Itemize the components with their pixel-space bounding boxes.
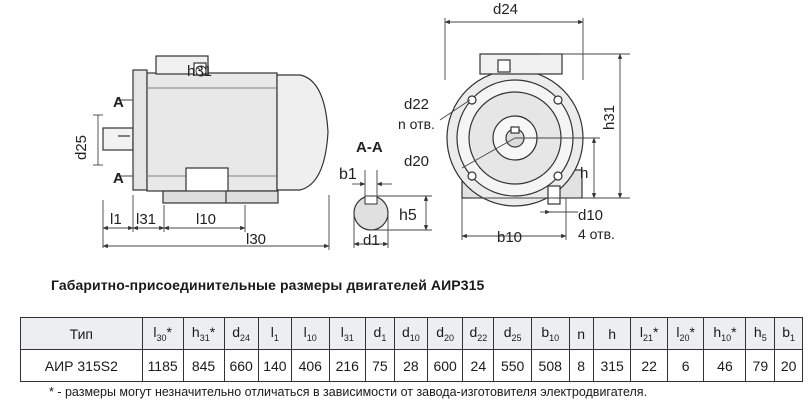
column-header: h [592,317,632,350]
label-h: h [580,165,588,182]
table-cell: 600 [426,349,464,382]
table-cell: 406 [290,349,330,382]
label-d20: d20 [404,153,429,170]
motor-dimension-drawing: A A d25 l1 l31 l10 l30 h31 A-A b1 h5 d1 [73,1,630,250]
label-n-holes: n отв. [398,116,435,132]
motor-side-view [102,55,329,204]
column-header: l30* [141,317,184,350]
column-header: d25 [493,317,532,350]
column-header: Тип [20,317,143,350]
column-header: l20* [666,317,705,350]
table-cell: 8 [568,349,594,382]
label-h31-front: h31 [601,105,618,130]
column-header: h5 [745,317,776,350]
label-l31: l31 [136,211,156,228]
column-header: l21* [630,317,668,350]
column-header: n [568,317,594,350]
label-l1: l1 [110,211,122,228]
table-cell: 508 [530,349,570,382]
label-b1: b1 [339,166,357,183]
table-cell: 550 [493,349,532,382]
table-cell: 6 [666,349,705,382]
column-header: b10 [530,317,570,350]
label-section-a-a: A-A [356,139,383,156]
column-header: l10 [290,317,330,350]
column-header: d20 [426,317,464,350]
label-b10: b10 [497,229,522,246]
label-4-holes: 4 отв. [578,226,615,242]
label-section-a-bottom: A [113,170,124,187]
table-cell: 75 [365,349,395,382]
table-cell: 845 [182,349,225,382]
table-cell: 660 [223,349,259,382]
label-d22: d22 [404,96,429,113]
table-cell: 28 [393,349,428,382]
column-header: d22 [462,317,495,350]
motor-front-view [446,53,584,207]
column-header: d10 [393,317,428,350]
column-header: d1 [365,317,395,350]
table-cell: 140 [257,349,292,382]
label-d10: d10 [578,207,603,224]
table-cell: 1185 [141,349,184,382]
column-header: l31 [328,317,367,350]
shaft-section-a-a [352,170,432,248]
label-l30: l30 [246,231,266,248]
column-header: h10* [703,317,747,350]
column-header: h31* [182,317,225,350]
table-cell: АИР 315S2 [20,349,143,382]
table-heading: Габаритно-присоединительные размеры двиг… [51,277,485,293]
label-h31-side: h31 [187,63,212,80]
column-header: d24 [223,317,259,350]
table-cell: 22 [630,349,668,382]
table-cell: 20 [774,349,803,382]
label-d25: d25 [73,135,90,160]
table-cell: 46 [703,349,747,382]
label-section-a-top: A [113,94,124,111]
label-l10: l10 [196,211,216,228]
label-h5: h5 [399,207,417,224]
footnote: * - размеры могут незначительно отличать… [49,385,648,399]
label-d24: d24 [493,1,518,18]
table-cell: 216 [328,349,367,382]
table-cell: 315 [592,349,632,382]
column-header: b1 [774,317,803,350]
label-d1: d1 [363,232,380,249]
column-header: l1 [257,317,292,350]
table-cell: 24 [462,349,495,382]
table-cell: 79 [745,349,776,382]
